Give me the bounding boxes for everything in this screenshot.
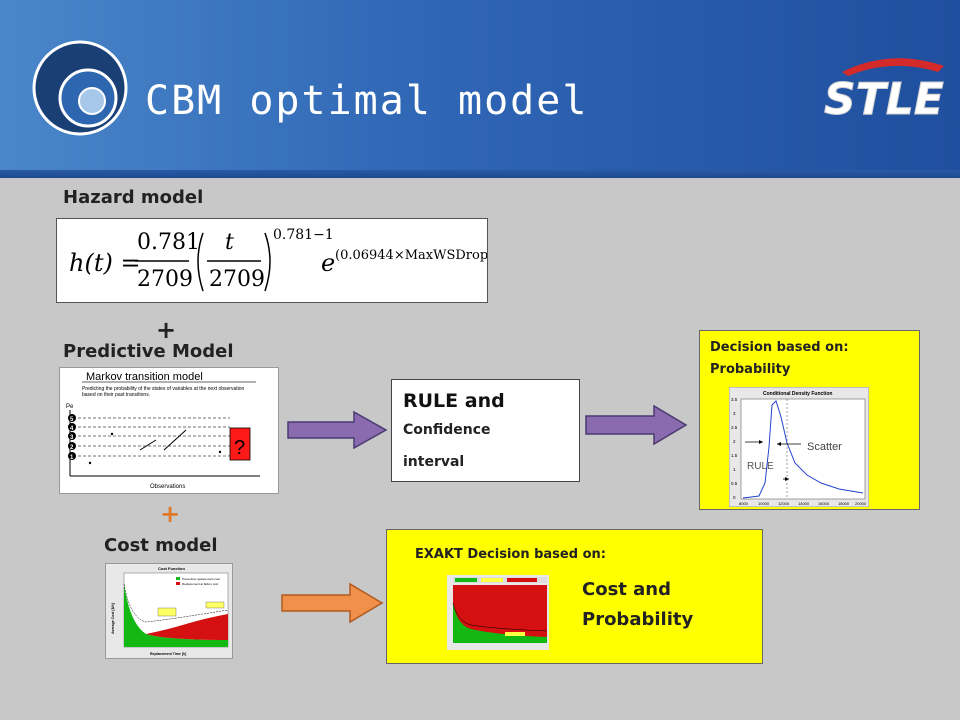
svg-text:14000: 14000 bbox=[798, 501, 810, 506]
svg-text:Predicting the probability of: Predicting the probability of the states… bbox=[82, 386, 245, 392]
svg-text:t: t bbox=[225, 230, 234, 255]
svg-text:2.5: 2.5 bbox=[731, 425, 738, 430]
markov-chart-image: Markov transition model Predicting the p… bbox=[59, 367, 279, 494]
svg-text:1: 1 bbox=[70, 455, 74, 461]
svg-text:8000: 8000 bbox=[739, 501, 749, 506]
rule-box-line2: Confidence bbox=[403, 422, 491, 438]
svg-text:5: 5 bbox=[70, 417, 74, 423]
plus-sign-2: + bbox=[160, 500, 181, 528]
svg-text:4: 4 bbox=[70, 426, 74, 432]
exakt-cost-chart bbox=[447, 575, 549, 650]
svg-text:Scatter: Scatter bbox=[807, 441, 842, 453]
hazard-formula: h(t) = 0.781 2709 t 2709 0.781−1 e (0.06… bbox=[69, 227, 487, 292]
svg-text:10000: 10000 bbox=[758, 501, 770, 506]
svg-text:12000: 12000 bbox=[778, 501, 790, 506]
exakt-box-line1: Cost and bbox=[582, 579, 672, 600]
svg-text:Average Cost [$/h]: Average Cost [$/h] bbox=[111, 603, 115, 634]
rule-box-line3: interval bbox=[403, 454, 465, 470]
arrow-to-exakt-icon bbox=[281, 582, 384, 624]
arrow-to-rule-icon bbox=[287, 410, 388, 450]
slide-header bbox=[0, 0, 960, 178]
svg-text:0.5: 0.5 bbox=[731, 481, 738, 486]
svg-text:1: 1 bbox=[733, 467, 736, 472]
svg-text:Replacement at failure cost: Replacement at failure cost bbox=[182, 582, 219, 586]
density-chart: Conditional Density Function 3.5 3 2.5 2… bbox=[729, 387, 869, 507]
svg-text:3: 3 bbox=[733, 411, 736, 416]
svg-text:2: 2 bbox=[70, 445, 74, 451]
svg-text:STLE: STLE bbox=[824, 74, 944, 125]
svg-text:2709: 2709 bbox=[137, 267, 193, 292]
exakt-box-line2: Probability bbox=[582, 609, 694, 630]
plus-sign-1: + bbox=[156, 316, 177, 344]
slide-title: CBM optimal model bbox=[145, 78, 589, 124]
rule-box-line1: RULE and bbox=[403, 390, 505, 412]
hazard-formula-box: h(t) = 0.781 2709 t 2709 0.781−1 e (0.06… bbox=[56, 218, 488, 303]
svg-text:Preventive replacement cost: Preventive replacement cost bbox=[182, 577, 220, 581]
svg-text:RULE: RULE bbox=[747, 461, 774, 472]
svg-text:0: 0 bbox=[733, 495, 736, 500]
exakt-box-title: EXAKT Decision based on: bbox=[415, 547, 606, 562]
header-bottom-band bbox=[0, 170, 960, 178]
svg-text:2: 2 bbox=[733, 439, 736, 444]
exakt-decision-box: EXAKT Decision based on: Cost and Probab… bbox=[386, 529, 763, 664]
predictive-model-label: Predictive Model bbox=[63, 341, 234, 362]
svg-text:18000: 18000 bbox=[838, 501, 850, 506]
cost-chart: Cost Function Preventive replacement cos… bbox=[106, 564, 232, 658]
svg-text:16000: 16000 bbox=[818, 501, 830, 506]
decision-box: Decision based on: Probability Condition… bbox=[699, 330, 920, 510]
svg-text:h(t) =: h(t) = bbox=[69, 249, 141, 277]
svg-text:3.5: 3.5 bbox=[731, 397, 738, 402]
svg-text:Observations: Observations bbox=[150, 484, 185, 490]
hazard-model-label: Hazard model bbox=[63, 187, 204, 208]
markov-chart: Markov transition model Predicting the p… bbox=[66, 371, 260, 490]
svg-text:2709: 2709 bbox=[209, 267, 265, 292]
svg-text:0.781−1: 0.781−1 bbox=[273, 227, 334, 243]
svg-text:(0.06944×MaxWSDrop): (0.06944×MaxWSDrop) bbox=[335, 248, 487, 263]
svg-text:0.781: 0.781 bbox=[137, 230, 200, 255]
logo-circles-icon bbox=[32, 40, 128, 136]
stle-logo: STLE bbox=[824, 58, 944, 126]
svg-text:Replacement Time [h]: Replacement Time [h] bbox=[150, 652, 186, 656]
cost-chart-image: Cost Function Preventive replacement cos… bbox=[105, 563, 233, 659]
svg-text:Markov transition model: Markov transition model bbox=[86, 371, 203, 383]
svg-text:based on their past transition: based on their past transitions. bbox=[82, 392, 150, 398]
svg-text:e: e bbox=[321, 249, 335, 277]
svg-text:1.5: 1.5 bbox=[731, 453, 738, 458]
svg-text:Pe: Pe bbox=[66, 404, 74, 410]
rule-confidence-box: RULE and Confidence interval bbox=[391, 379, 580, 482]
cost-model-label: Cost model bbox=[104, 535, 218, 556]
decision-box-line1: Decision based on: bbox=[710, 340, 849, 355]
svg-text:20000: 20000 bbox=[855, 501, 867, 506]
svg-text:?: ? bbox=[234, 437, 245, 459]
arrow-to-decision-icon bbox=[585, 404, 688, 446]
svg-text:Cost Function: Cost Function bbox=[158, 566, 185, 571]
svg-text:Conditional Density Function: Conditional Density Function bbox=[763, 391, 832, 397]
decision-box-line2: Probability bbox=[710, 362, 791, 377]
svg-text:3: 3 bbox=[70, 435, 74, 441]
